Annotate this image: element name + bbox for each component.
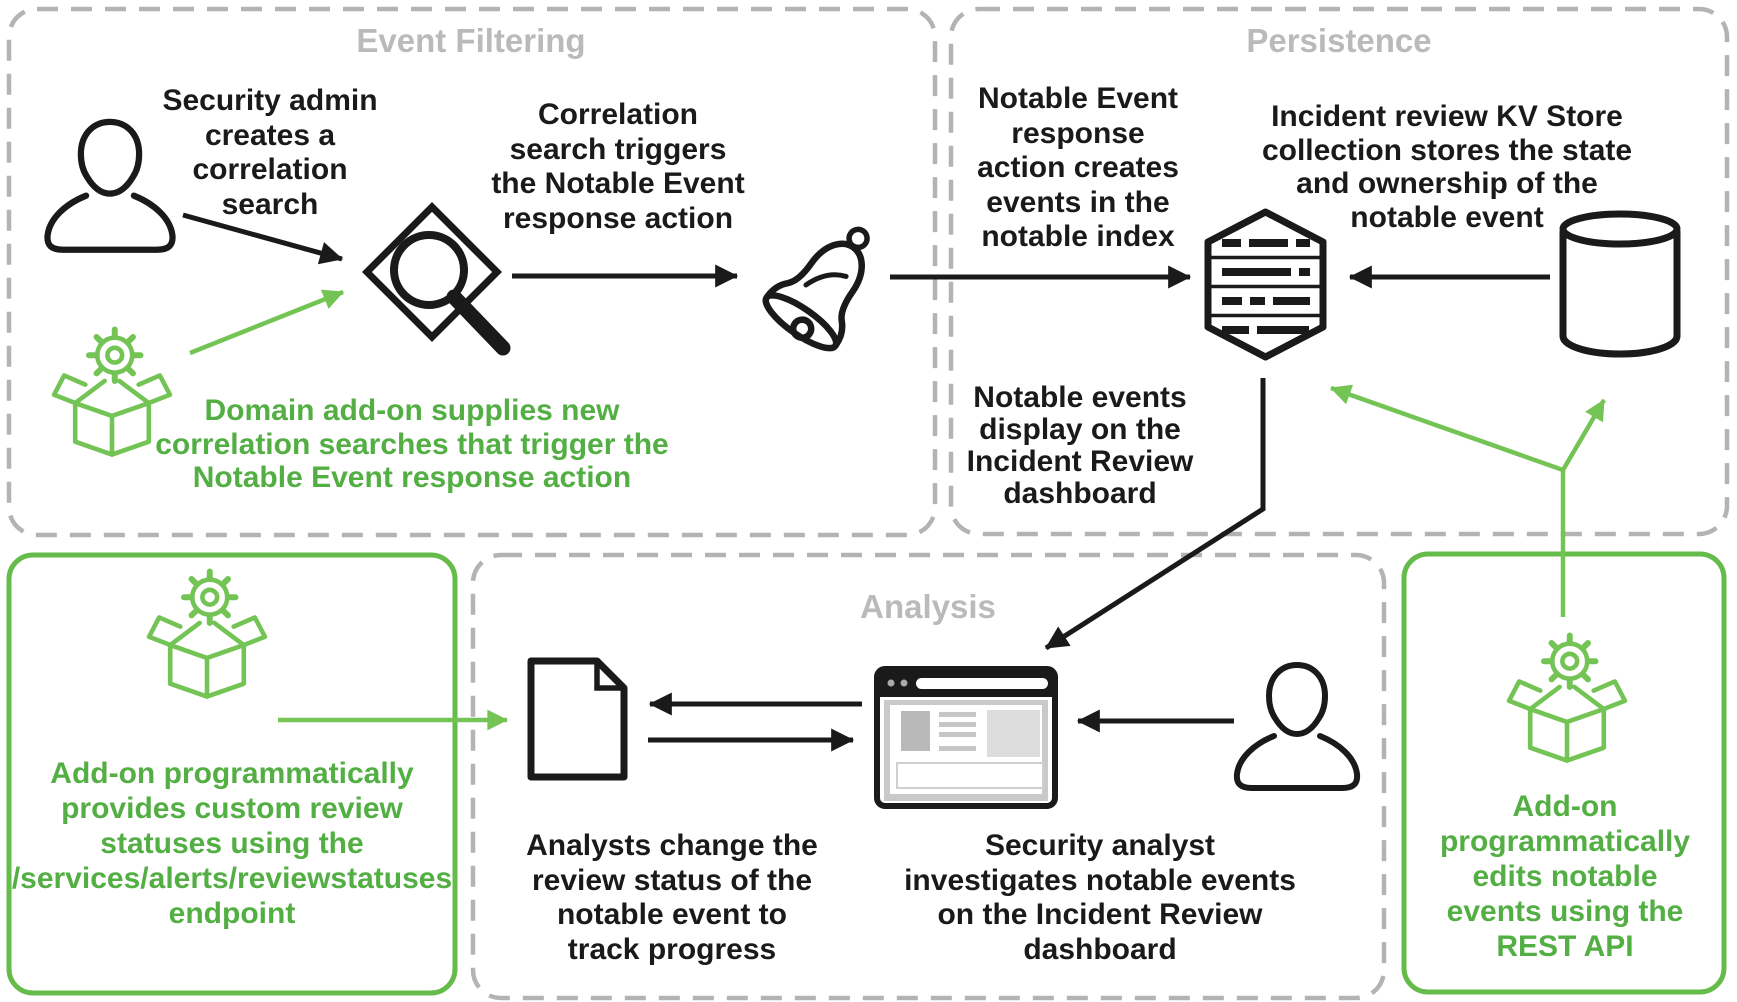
browser-addressbar (916, 678, 1048, 689)
section-title-persistence: Persistence (1246, 22, 1432, 59)
correlation-search-icon (361, 201, 511, 356)
addon-statuses-icon (149, 571, 265, 696)
browser-dot-icon (887, 679, 895, 687)
label-domain-addon: Domain add-on supplies new correlation s… (155, 394, 669, 494)
label-security-admin: Security admin creates a correlation sea… (162, 84, 378, 221)
arrow-restapi-to-kvstore (1561, 398, 1606, 472)
section-title-analysis: Analysis (860, 588, 996, 625)
kv-store-icon (1559, 210, 1681, 358)
security-analyst-icon (1237, 665, 1357, 788)
arrow-addon-to-search (189, 289, 344, 356)
addon-rest-icon (1509, 635, 1625, 760)
label-addon-statuses: Add-on programmatically provides custom … (11, 757, 453, 930)
security-admin-icon (47, 122, 172, 250)
label-analysts-change: Analysts change the review status of the… (526, 829, 818, 966)
label-addon-rest: Add-on programmatically edits notable ev… (1439, 790, 1691, 963)
section-title-event-filtering: Event Filtering (356, 22, 586, 59)
addon-correlation-icon (54, 329, 170, 454)
label-kv-store: Incident review KV Store collection stor… (1261, 100, 1633, 234)
arrow-admin-to-search (182, 212, 344, 265)
arrow-index-to-browser (1044, 378, 1266, 651)
alert-bell-icon (762, 226, 870, 352)
arrow-restapi-to-index (1330, 384, 1564, 473)
notable-index-icon (1204, 208, 1327, 361)
persistence-box (948, 6, 1730, 537)
label-security-analyst: Security analyst investigates notable ev… (904, 829, 1296, 966)
browser-window-icon (874, 666, 1058, 809)
analysis-box (470, 552, 1387, 1001)
label-notable-response: Notable Event response action creates ev… (977, 82, 1179, 253)
browser-dot-icon (900, 679, 908, 687)
label-correlation-trigger: Correlation search triggers the Notable … (491, 98, 745, 235)
addon-reviewstatuses-box (6, 552, 458, 996)
document-icon (527, 657, 628, 781)
label-notable-display: Notable events display on the Incident R… (966, 381, 1194, 510)
